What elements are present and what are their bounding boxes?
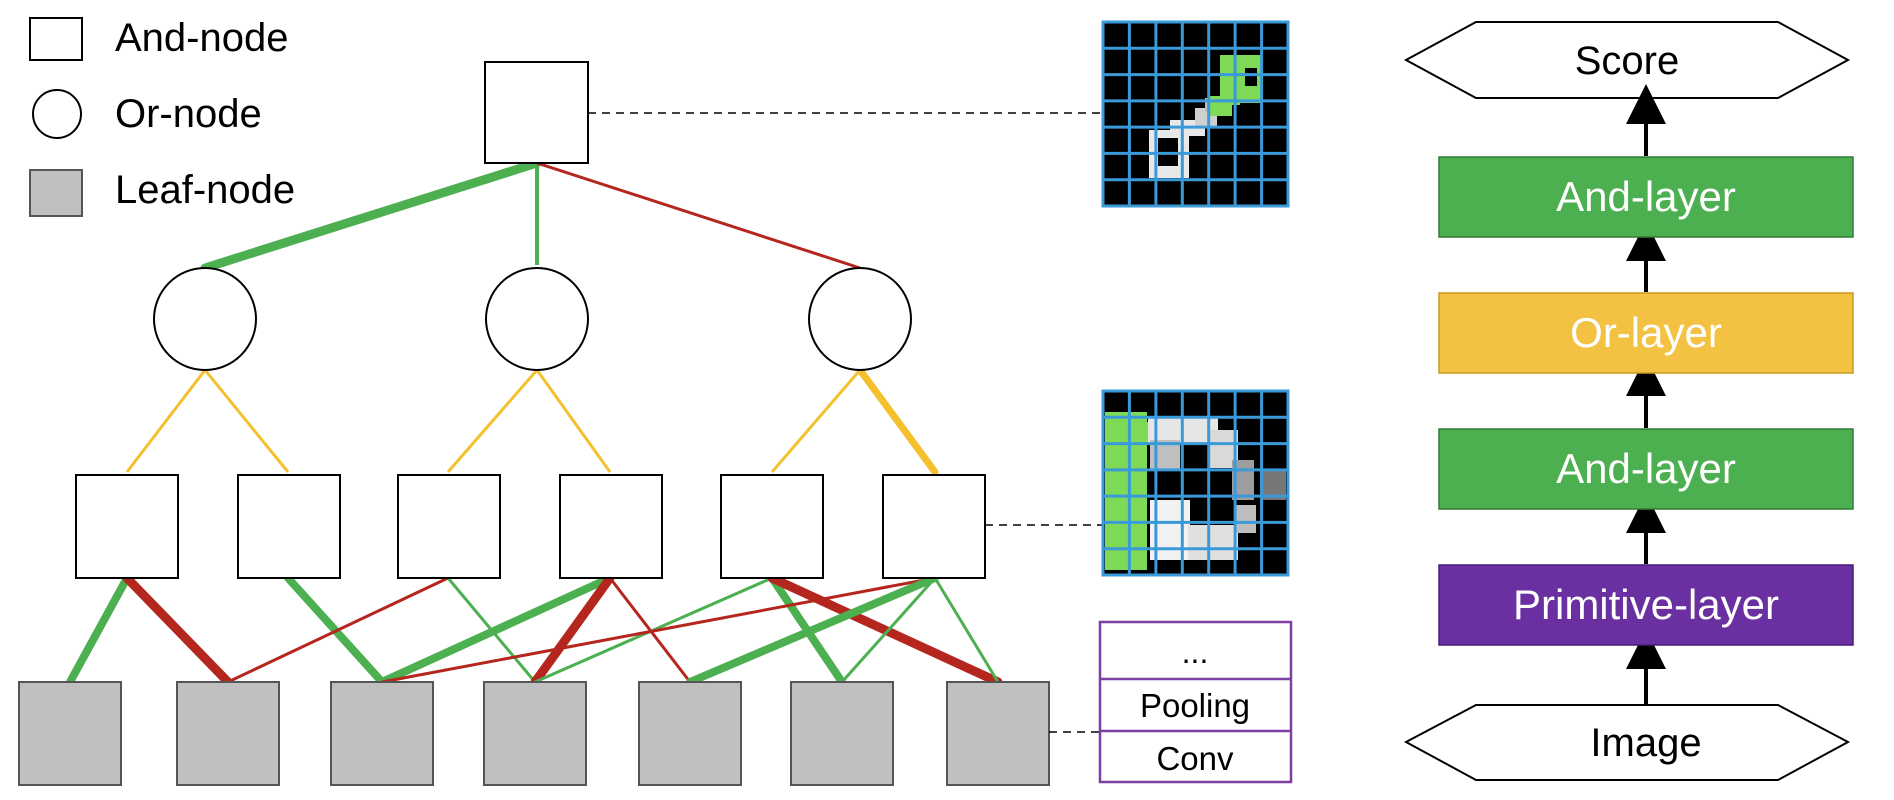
edge-or3-and5 bbox=[770, 369, 862, 473]
or-node-3 bbox=[808, 267, 912, 371]
and-node-3 bbox=[397, 474, 501, 579]
leaf-node-7 bbox=[946, 681, 1050, 786]
feature-map-top bbox=[1101, 20, 1290, 208]
leaf-node-1 bbox=[18, 681, 122, 786]
and-layer-bottom-label: And-layer bbox=[1556, 445, 1736, 492]
image-hexagon bbox=[1403, 704, 1851, 781]
edge-and4-leaf4 bbox=[530, 573, 615, 687]
edge-or2-and3 bbox=[446, 369, 539, 473]
leaf-node-6 bbox=[790, 681, 894, 786]
layer-pipeline: Score And-layer Or-layer And-layer Primi… bbox=[1403, 21, 1854, 781]
legend-or-node-symbol bbox=[32, 89, 82, 139]
score-hexagon bbox=[1403, 21, 1851, 99]
edge-and6-leaf5 bbox=[686, 574, 939, 686]
edge-or1-and1 bbox=[125, 369, 207, 473]
primitive-layer-label: Primitive-layer bbox=[1513, 581, 1779, 628]
legend-and-node-label: And-node bbox=[115, 16, 288, 60]
edge-or3-and6 bbox=[856, 366, 939, 476]
or-to-and-edges bbox=[125, 366, 939, 476]
or-node-2 bbox=[485, 267, 589, 371]
legend-or-node-label: Or-node bbox=[115, 92, 262, 136]
dashed-connectors bbox=[588, 112, 1103, 733]
and-layer-bottom-box bbox=[1438, 428, 1854, 510]
image-label: Image bbox=[1590, 721, 1701, 765]
or-node-1 bbox=[153, 267, 257, 371]
leaf-node-3 bbox=[330, 681, 434, 786]
legend-leaf-node-label: Leaf-node bbox=[115, 168, 295, 212]
middle-and-nodes bbox=[75, 474, 986, 579]
and-node-4 bbox=[559, 474, 663, 579]
cnn-stack: ... Pooling Conv bbox=[1098, 620, 1293, 784]
root-and-node bbox=[484, 61, 589, 164]
cnn-ellipsis-label: ... bbox=[1182, 634, 1209, 670]
and-node-5 bbox=[720, 474, 824, 579]
root-to-or-edges bbox=[200, 158, 861, 273]
and-node-1 bbox=[75, 474, 179, 579]
legend-and-node-symbol bbox=[29, 17, 83, 61]
edge-and5-leaf7 bbox=[767, 573, 1003, 687]
edge-or2-and4 bbox=[535, 369, 612, 473]
score-label: Score bbox=[1575, 39, 1680, 83]
or-nodes bbox=[153, 267, 912, 371]
feature-map-middle bbox=[1101, 389, 1290, 577]
cnn-pooling-label: Pooling bbox=[1140, 687, 1250, 724]
leaf-node-5 bbox=[638, 681, 742, 786]
and-node-6 bbox=[882, 474, 986, 579]
edge-root-or3 bbox=[536, 161, 861, 270]
edge-and6-leaf7 bbox=[933, 577, 1000, 683]
and-to-leaf-edges bbox=[66, 573, 1003, 687]
primitive-layer-box bbox=[1438, 564, 1854, 646]
and-layer-top-box bbox=[1438, 156, 1854, 238]
edge-and4-leaf3 bbox=[378, 574, 614, 686]
legend: And-node Or-node Leaf-node bbox=[29, 16, 295, 217]
edge-and6-leaf3 bbox=[381, 576, 936, 684]
edge-and1-leaf1 bbox=[66, 574, 131, 686]
and-node-2 bbox=[237, 474, 341, 579]
or-layer-label: Or-layer bbox=[1570, 309, 1722, 356]
and-layer-top-label: And-layer bbox=[1556, 173, 1736, 220]
leaf-node-4 bbox=[483, 681, 587, 786]
legend-leaf-node-symbol bbox=[29, 169, 83, 217]
leaf-nodes bbox=[18, 681, 1050, 786]
edge-or1-and2 bbox=[203, 369, 290, 473]
edge-and3-leaf2 bbox=[227, 576, 449, 684]
edge-and1-leaf2 bbox=[122, 573, 233, 687]
leaf-node-2 bbox=[176, 681, 280, 786]
edge-and6-leaf6 bbox=[840, 577, 937, 683]
cnn-conv-label: Conv bbox=[1156, 740, 1234, 777]
or-layer-box bbox=[1438, 292, 1854, 374]
edge-root-or1 bbox=[200, 158, 542, 273]
